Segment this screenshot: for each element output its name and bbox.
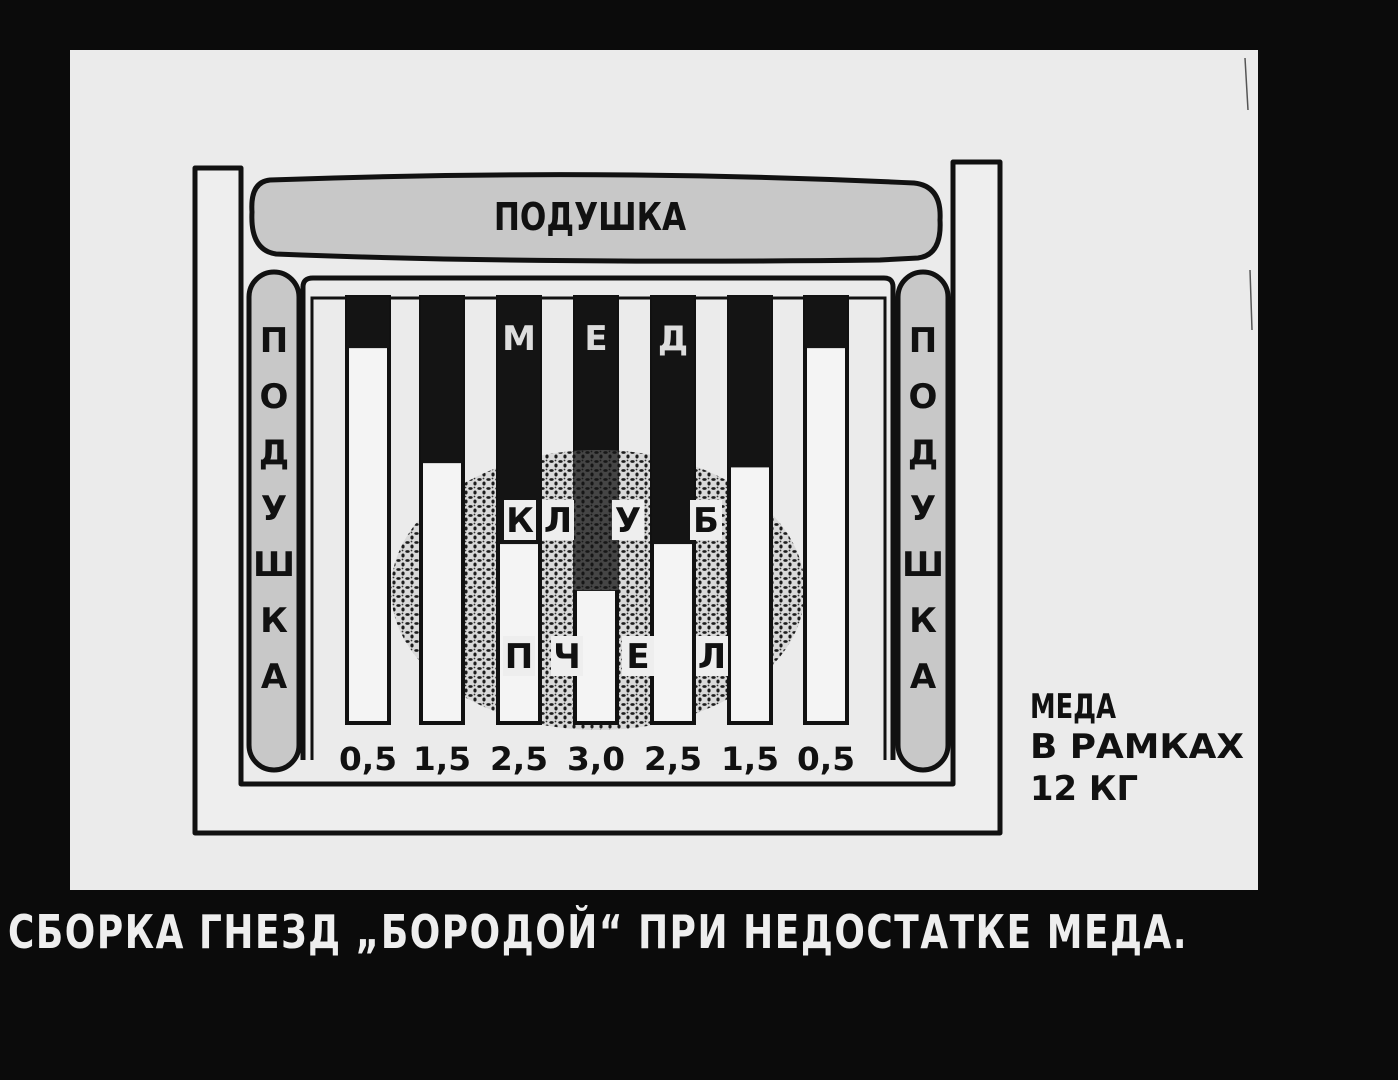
frame-letter: Л [542, 500, 574, 541]
cushion-right [895, 269, 951, 773]
panel-scratch [1244, 57, 1253, 331]
frame-honey [805, 297, 847, 349]
cushion-top [249, 172, 943, 264]
frame-value-label: 3,0 [567, 740, 625, 778]
frame-letter: М [502, 319, 536, 359]
letter-backdrop [504, 500, 536, 540]
honey-total-line-2: В РАМКАХ [1030, 727, 1244, 767]
letter-backdrop [622, 636, 654, 676]
frame-letter-text: Б [693, 501, 719, 541]
frame [419, 295, 465, 725]
frame-letter: Д [658, 319, 688, 359]
cushion-letter: А [261, 657, 288, 697]
cushion-letter: Ш [902, 545, 944, 585]
frame [803, 295, 849, 725]
honey-total-line-1: МЕДА [1030, 687, 1117, 727]
frame-value-label: 0,5 [797, 740, 855, 778]
frame-value-label: 1,5 [413, 740, 471, 778]
frame-letter-text: Ч [553, 637, 580, 677]
letter-backdrop [612, 500, 644, 540]
frame-letter-text: У [615, 501, 641, 541]
frame-body [803, 295, 849, 725]
frame-honey [652, 297, 694, 545]
frame-body [345, 295, 391, 725]
honey-total-line-3: 12 КГ [1030, 769, 1138, 809]
frame-letter-text: Е [584, 319, 607, 359]
frame-letter: П [503, 636, 535, 677]
letter-backdrop [696, 636, 728, 676]
frame-letter-text: Е [626, 637, 649, 677]
frame [650, 295, 696, 725]
cushion-letter: Д [908, 433, 938, 473]
frame-letter-text: Д [658, 319, 688, 359]
letter-backdrop [542, 500, 574, 540]
frame-letter-text: П [505, 637, 533, 677]
frame-box [300, 275, 896, 760]
cushion-letter: К [909, 601, 937, 641]
frame-letter-text: К [506, 501, 534, 541]
frame-letter-text: Л [544, 501, 572, 541]
frame-value-label: 2,5 [490, 740, 548, 778]
cushion-right-letters: ПОДУШКА [902, 321, 944, 697]
cushion-letter: О [909, 377, 938, 417]
frame-letter: У [612, 500, 644, 541]
cushion-letter: П [909, 321, 937, 361]
letter-backdrop [503, 636, 535, 676]
cushion-letter: К [260, 601, 288, 641]
bee-cluster-overlay [570, 450, 620, 590]
frame-letter: Б [690, 500, 722, 541]
frame-letter-text: Л [698, 637, 726, 677]
frame-letter: Е [584, 319, 607, 359]
cushion-letter: У [261, 489, 287, 529]
cushion-letter: П [260, 321, 288, 361]
frame-letter: Е [622, 636, 654, 677]
frame-honey [421, 297, 463, 464]
cushion-letter: О [260, 377, 289, 417]
frame-value-label: 1,5 [721, 740, 779, 778]
frame-letter: К [504, 500, 536, 541]
frame-honey [347, 297, 389, 349]
honey-total: МЕДА В РАМКАХ 12 КГ [1030, 687, 1244, 809]
cushion-letter: У [910, 489, 936, 529]
letter-backdrop [551, 636, 583, 676]
cushion-left [246, 269, 302, 773]
cushion-letter: Д [259, 433, 289, 473]
frame-value-label: 0,5 [339, 740, 397, 778]
cushion-letter: А [910, 657, 937, 697]
hive-body [192, 159, 1003, 836]
letter-backdrop [690, 500, 722, 540]
frame [727, 295, 773, 725]
frame-letter-text: М [502, 319, 536, 359]
cushion-letter: Ш [253, 545, 295, 585]
frame-labels: 0,5 1,5 2,5 3,0 2,5 1,5 0,5 [339, 740, 855, 778]
slide-caption: СБОРКА ГНЕЗД „БОРОДОЙ“ ПРИ НЕДОСТАТКЕ МЕ… [8, 905, 1189, 959]
frame-value-label: 2,5 [644, 740, 702, 778]
frame-letter: Ч [551, 636, 583, 677]
cushion-left-letters: ПОДУШКА [253, 321, 295, 697]
frame [345, 295, 391, 725]
frame-honey [729, 297, 771, 468]
cushion-top-label: ПОДУШКА [494, 196, 686, 240]
frame-letter: Л [696, 636, 728, 677]
